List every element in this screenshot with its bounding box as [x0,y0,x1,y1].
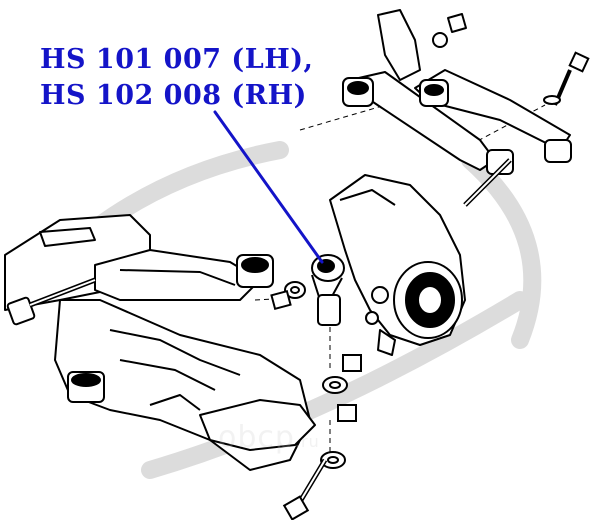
watermark-text: obcp [218,420,295,455]
hub-bearing [393,261,463,339]
watermark-suffix: .ru [294,432,320,451]
upper-link-arms [342,69,572,175]
subframe-bushing [67,254,274,403]
lower-control-arm [94,249,316,451]
leader-line [213,110,324,264]
part-number-right: HS 102 008 (RH) [40,80,307,111]
highlighted-link-bushing [311,254,345,326]
right-bolts [463,51,590,207]
part-number-left: HS 101 007 (LH), [40,44,314,75]
watermark-logo-text: obcp.ru [218,420,320,455]
left-mounting-bolt [6,277,96,326]
washers-and-nuts [270,281,362,520]
upper-bracket [377,9,467,81]
